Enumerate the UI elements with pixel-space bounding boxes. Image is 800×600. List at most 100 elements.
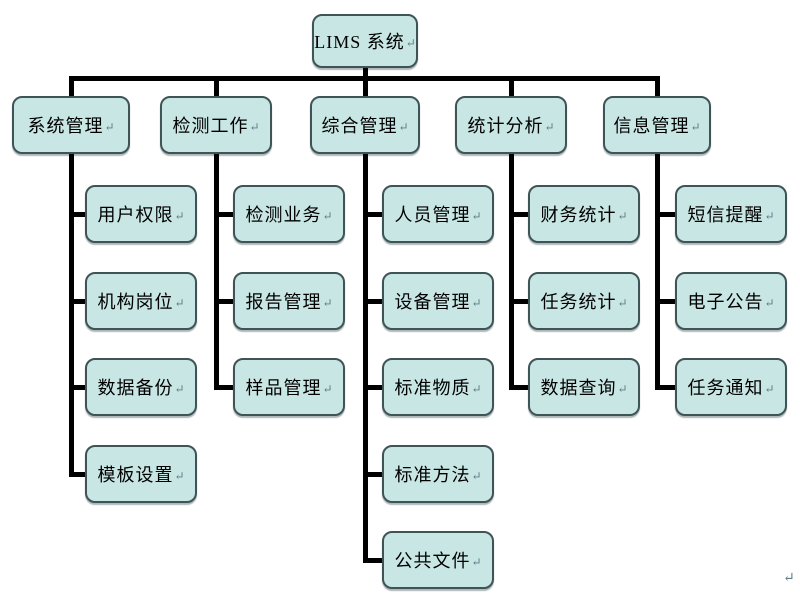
- paragraph-mark: ↵: [398, 119, 409, 134]
- paragraph-mark: ↵: [322, 381, 333, 396]
- connector-stub-1-2: [213, 384, 233, 390]
- root-node-label: LIMS 系统: [314, 32, 405, 52]
- branch-node-4-label: 信息管理: [613, 116, 690, 136]
- child-node-2-2-label: 标准物质: [394, 378, 471, 398]
- connector-stub-1-1: [213, 298, 233, 304]
- child-node-0-3: 模板设置↵: [85, 445, 197, 503]
- connector-stub-4-0: [654, 211, 675, 217]
- branch-node-2: 综合管理↵: [310, 96, 420, 154]
- branch-node-1: 检测工作↵: [160, 96, 272, 154]
- branch-node-0: 系统管理↵: [12, 96, 130, 154]
- connector-stub-2-3: [362, 471, 382, 477]
- child-node-1-1-label: 报告管理: [245, 292, 322, 312]
- child-node-0-3-label: 模板设置: [97, 465, 174, 485]
- child-node-2-1: 设备管理↵: [382, 272, 494, 330]
- paragraph-mark: ↵: [783, 571, 795, 586]
- child-node-4-0: 短信提醒↵: [675, 185, 787, 243]
- connector-stub-0-2: [68, 384, 85, 390]
- paragraph-mark: ↵: [764, 295, 775, 310]
- connector-stub-1-0: [213, 211, 233, 217]
- connector-trunk-1: [213, 154, 219, 390]
- paragraph-mark: ↵: [471, 295, 482, 310]
- paragraph-mark: ↵: [617, 381, 628, 396]
- paragraph-mark: ↵: [471, 208, 482, 223]
- connector-stub-2-4: [362, 557, 382, 563]
- connector-stub-0-0: [68, 211, 85, 217]
- connector-trunk-3: [508, 154, 514, 390]
- branch-node-0-label: 系统管理: [27, 116, 104, 136]
- connector-stub-4-1: [654, 298, 675, 304]
- paragraph-mark: ↵: [544, 119, 555, 134]
- child-node-4-2-label: 任务通知: [687, 378, 764, 398]
- connector-trunk-2: [362, 154, 368, 563]
- paragraph-mark: ↵: [322, 295, 333, 310]
- child-node-2-4-label: 公共文件: [394, 551, 471, 571]
- child-node-3-0-label: 财务统计: [540, 205, 617, 225]
- paragraph-mark: ↵: [617, 295, 628, 310]
- paragraph-mark: ↵: [249, 119, 260, 134]
- child-node-4-1: 电子公告↵: [675, 272, 787, 330]
- child-node-2-3: 标准方法↵: [382, 445, 494, 503]
- child-node-4-1-label: 电子公告: [687, 292, 764, 312]
- connector-stub-3-0: [508, 211, 528, 217]
- child-node-0-1: 机构岗位↵: [85, 272, 197, 330]
- paragraph-mark: ↵: [617, 208, 628, 223]
- child-node-2-0-label: 人员管理: [394, 205, 471, 225]
- connector-trunk-4: [654, 154, 660, 390]
- child-node-2-3-label: 标准方法: [394, 465, 471, 485]
- child-node-2-4: 公共文件↵: [382, 531, 494, 589]
- connector-stub-2-2: [362, 384, 382, 390]
- child-node-1-0: 检测业务↵: [233, 185, 345, 243]
- connector-stub-0-1: [68, 298, 85, 304]
- child-node-0-0-label: 用户权限: [97, 205, 174, 225]
- paragraph-mark: ↵: [471, 381, 482, 396]
- child-node-0-2-label: 数据备份: [97, 378, 174, 398]
- connector-branch-drop-4: [654, 76, 660, 96]
- paragraph-mark: ↵: [405, 35, 416, 50]
- paragraph-mark: ↵: [471, 554, 482, 569]
- connector-branch-drop-0: [68, 76, 74, 96]
- child-node-4-2: 任务通知↵: [675, 358, 787, 416]
- connector-stub-3-1: [508, 298, 528, 304]
- child-node-3-1-label: 任务统计: [540, 292, 617, 312]
- paragraph-mark: ↵: [471, 468, 482, 483]
- child-node-0-1-label: 机构岗位: [97, 292, 174, 312]
- child-node-1-2: 样品管理↵: [233, 358, 345, 416]
- paragraph-mark: ↵: [690, 119, 701, 134]
- connector-stub-4-2: [654, 384, 675, 390]
- child-node-3-1: 任务统计↵: [528, 272, 640, 330]
- paragraph-mark: ↵: [764, 208, 775, 223]
- child-node-0-0: 用户权限↵: [85, 185, 197, 243]
- connector-stub-0-3: [68, 471, 85, 477]
- connector-stub-2-1: [362, 298, 382, 304]
- paragraph-mark: ↵: [764, 381, 775, 396]
- child-node-0-2: 数据备份↵: [85, 358, 197, 416]
- branch-node-1-label: 检测工作: [172, 116, 249, 136]
- connector-root-drop: [362, 68, 368, 81]
- child-node-2-2: 标准物质↵: [382, 358, 494, 416]
- connector-branch-drop-1: [213, 76, 219, 96]
- paragraph-mark: ↵: [104, 119, 115, 134]
- child-node-3-0: 财务统计↵: [528, 185, 640, 243]
- connector-stub-3-2: [508, 384, 528, 390]
- paragraph-mark: ↵: [322, 208, 333, 223]
- paragraph-mark: ↵: [174, 295, 185, 310]
- connector-branch-drop-3: [508, 76, 514, 96]
- connector-branch-drop-2: [362, 76, 368, 96]
- child-node-2-0: 人员管理↵: [382, 185, 494, 243]
- paragraph-mark: ↵: [174, 208, 185, 223]
- child-node-3-2-label: 数据查询: [540, 378, 617, 398]
- child-node-4-0-label: 短信提醒: [687, 205, 764, 225]
- connector-stub-2-0: [362, 211, 382, 217]
- child-node-2-1-label: 设备管理: [394, 292, 471, 312]
- branch-node-4: 信息管理↵: [603, 96, 711, 154]
- child-node-1-2-label: 样品管理: [245, 378, 322, 398]
- branch-node-3-label: 统计分析: [467, 116, 544, 136]
- connector-trunk-0: [68, 154, 74, 477]
- branch-node-2-label: 综合管理: [321, 116, 398, 136]
- paragraph-mark: ↵: [174, 381, 185, 396]
- branch-node-3: 统计分析↵: [455, 96, 567, 154]
- paragraph-mark: ↵: [174, 468, 185, 483]
- child-node-1-1: 报告管理↵: [233, 272, 345, 330]
